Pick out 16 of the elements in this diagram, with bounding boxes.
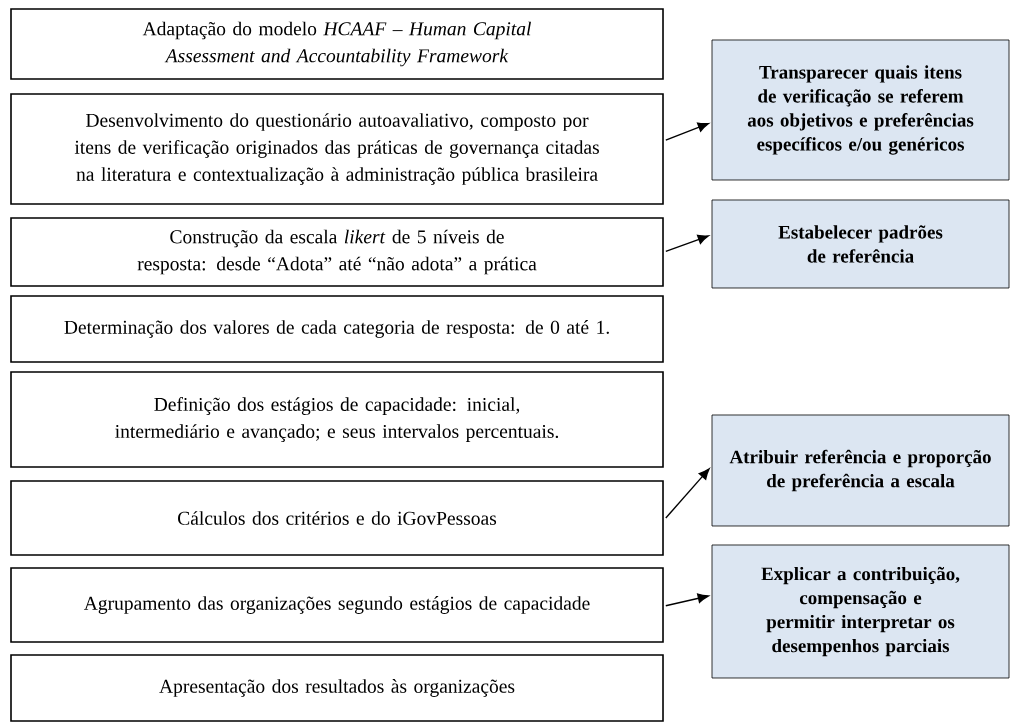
step-box: Agrupamento das organizações segundo estágios de capacidade [10,567,664,643]
goal-box: Transparecer quais itens de verificação se referem aos objetivos e preferências específicos e/ou genéricos [711,39,1010,181]
step-box: Cálculos dos critérios e do iGovPessoas [10,480,664,556]
arrow [665,122,709,141]
arrow [665,234,709,252]
goal-box: Estabelecer padrões de referência [711,199,1010,289]
goal-box: Atribuir referência e proporção de preferência a escala [711,414,1010,527]
arrow [665,593,709,607]
goal-box: Explicar a contribuição, compensação e permitir interpretar os desempenhos parciais [711,544,1010,679]
step-box: Adaptação do modelo HCAAF – Human Capital Assessment and Accountability Framework [10,8,664,80]
step-box: Apresentação dos resultados às organizações [10,654,664,722]
step-box: Construção da escala likert de 5 níveis de resposta: desde “Adota” até “não adota” a prática [10,217,664,287]
step-box: Desenvolvimento do questionário autoavaliativo, composto por itens de verificação originados das práticas de governança citadas na literatura e contextualização à administração pública brasileira [10,93,664,205]
arrow [665,468,710,519]
step-box: Determinação dos valores de cada categoria de resposta: de 0 até 1. [10,295,664,363]
step-box: Definição dos estágios de capacidade: inicial, intermediário e avançado; e seus intervalos percentuais. [10,371,664,468]
